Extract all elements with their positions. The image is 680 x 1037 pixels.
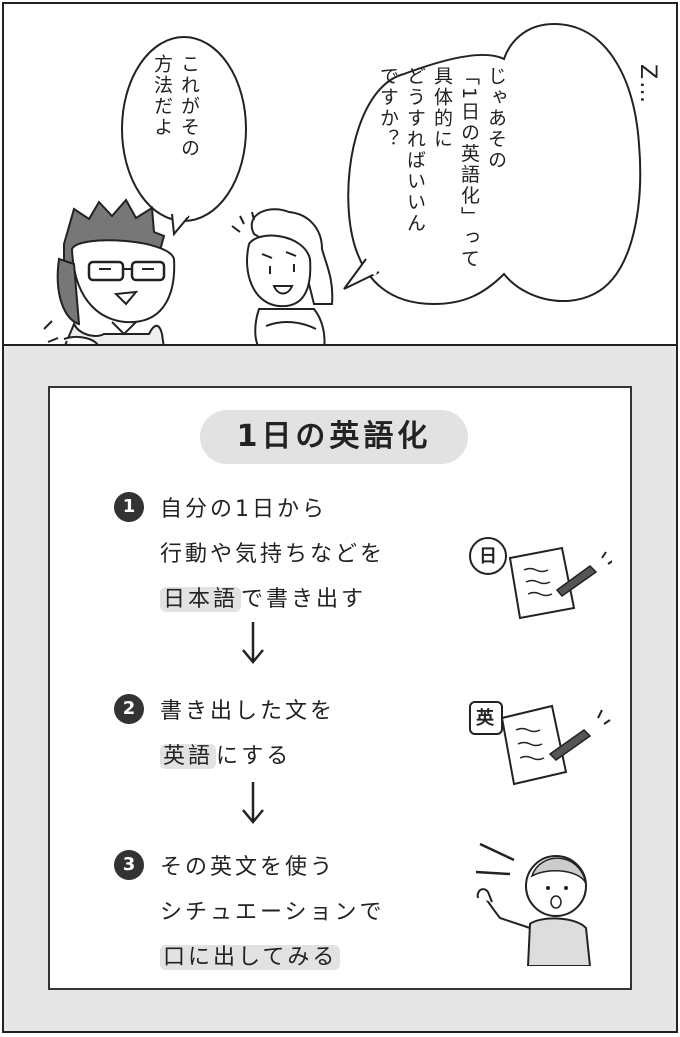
- step-number-3: 3: [114, 850, 144, 880]
- step-3-highlight: 口に出してみる: [160, 945, 341, 970]
- bubble-woman-text: じゃあその 「1日の英語化」って 具体的に どうすればいいん ですか？: [377, 66, 507, 270]
- step-1-rest: で書き出す: [241, 587, 367, 612]
- step-number-2: 2: [114, 694, 144, 724]
- person-speaking-icon: [475, 842, 592, 966]
- title-highlight: [200, 410, 468, 464]
- card-title: 1日の英語化: [236, 419, 432, 454]
- step-3-line-1: その英文を使う: [160, 855, 336, 880]
- method-card: 1日の英語化 1 自分の1日から 行動や気持ちなどを 日本語で書き出す 2 書き…: [48, 386, 632, 990]
- bubble-man-text: これがその 方法だよ: [151, 54, 200, 159]
- step-1-line-1: 自分の1日から: [160, 497, 327, 522]
- step-1-highlight: 日本語: [160, 587, 242, 612]
- down-arrow-icon: [242, 782, 264, 824]
- sfx-text: Z…: [635, 64, 660, 106]
- icon-label-english: 英: [476, 708, 494, 729]
- step-1-line-2: 行動や気持ちなどを: [160, 542, 386, 567]
- icon-label-japanese: 日: [479, 546, 497, 567]
- man-character: [43, 198, 176, 344]
- step-2-line-1: 書き出した文を: [160, 699, 336, 724]
- step-2-highlight: 英語: [160, 744, 217, 769]
- japanese-writing-icon: [469, 537, 612, 620]
- comic-panel-bottom: 1日の英語化 1 自分の1日から 行動や気持ちなどを 日本語で書き出す 2 書き…: [2, 344, 678, 1033]
- step-2-rest: にする: [216, 744, 292, 769]
- english-writing-icon: [469, 701, 611, 786]
- comic-panel-top: Z… これがその 方法だよ じゃあその 「1日の英語化」って 具体的に どうすれ…: [2, 2, 678, 346]
- woman-character: [231, 208, 334, 344]
- step-3-line-2: シチュエーションで: [160, 900, 385, 925]
- speech-bubble-woman: [347, 22, 642, 306]
- step-1-line-3: 日本語で書き出す: [160, 581, 366, 613]
- down-arrow-icon: [242, 622, 264, 664]
- step-2-line-2: 英語にする: [160, 738, 291, 770]
- panel-top-art: [43, 22, 642, 344]
- step-number-1: 1: [114, 492, 144, 522]
- step-3-line-3: 口に出してみる: [160, 939, 341, 971]
